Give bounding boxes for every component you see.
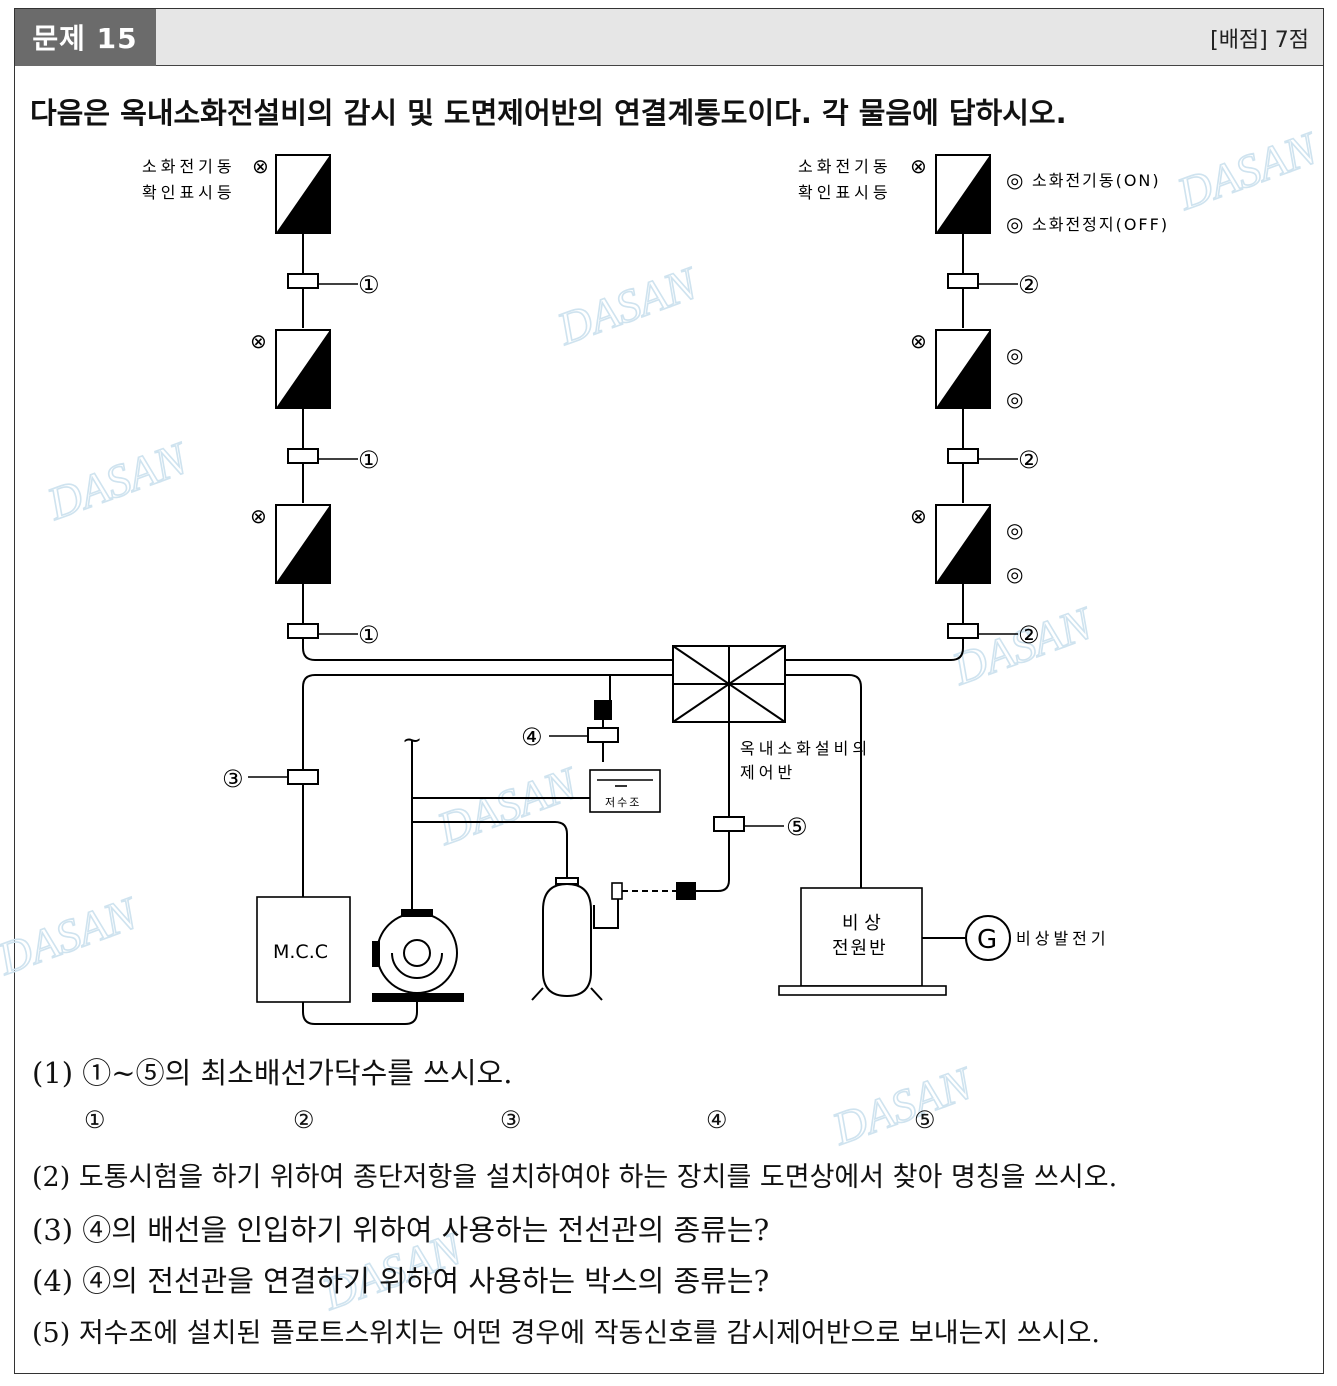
control-panel-label: 제어반 [740, 763, 796, 782]
watermark: DASAN [40, 432, 195, 530]
circle-number-5: ⑤ [786, 813, 808, 841]
stop-label: 소화전정지(OFF) [1032, 215, 1169, 234]
answer-slot-3: ③ [500, 1106, 522, 1134]
intro-text: 다음은 옥내소화전설비의 감시 및 도면제어반의 연결계통도이다. 각 물음에 … [30, 96, 1067, 130]
indicator-label-left: 소화전기동 [142, 157, 236, 176]
watermark: DASAN [0, 887, 145, 985]
answer-slot-5: ⑤ [914, 1106, 936, 1134]
lamp-icon: ⊗ [252, 154, 269, 178]
button-icon: ◎ [1006, 562, 1023, 586]
lamp-icon: ⊗ [910, 329, 927, 353]
indicator-panel-right-1 [935, 154, 991, 234]
answer-slot-2: ② [293, 1106, 315, 1134]
circle-number-2: ② [1018, 446, 1040, 474]
lamp-icon: ⊗ [250, 504, 267, 528]
button-icon: ◎ [1006, 518, 1023, 542]
circle-number-1: ① [358, 271, 380, 299]
emergency-power-panel [800, 887, 923, 987]
circle-number-3: ③ [222, 765, 244, 793]
circle-number-2: ② [1018, 271, 1040, 299]
circle-number-4: ④ [521, 723, 543, 751]
lamp-icon: ⊗ [250, 329, 267, 353]
indicator-panel-left-3 [275, 504, 331, 584]
question-4: (4) ④의 전선관을 연결하기 위하여 사용하는 박스의 종류는? [32, 1264, 770, 1298]
watermark: DASAN [1170, 122, 1325, 220]
answer-slot-1: ① [84, 1106, 106, 1134]
indicator-panel-left-1 [275, 154, 331, 234]
watermark: DASAN [550, 257, 705, 355]
question-2: (2) 도통시험을 하기 위하여 종단저항을 설치하여야 하는 장치를 도면상에… [32, 1162, 1118, 1193]
circle-number-2: ② [1018, 621, 1040, 649]
indicator-label-right: 소화전기동 [798, 157, 892, 176]
pressure-switch-box [676, 882, 696, 900]
indicator-panel-left-2 [275, 329, 331, 409]
control-panel-label: 옥내소화설비의 [740, 739, 871, 758]
button-icon: ◎ [1006, 168, 1023, 192]
question-1: (1) ①~⑤의 최소배선가닥수를 쓰시오. [32, 1056, 513, 1090]
pressure-tank [531, 877, 603, 1001]
button-icon: ◎ [1006, 212, 1023, 236]
start-label: 소화전기동(ON) [1032, 171, 1161, 190]
lamp-icon: ⊗ [910, 154, 927, 178]
answer-slot-4: ④ [706, 1106, 728, 1134]
indicator-panel-right-2 [935, 329, 991, 409]
generator-label: 비상발전기 [1016, 929, 1110, 948]
circle-number-1: ① [358, 621, 380, 649]
tilde-symbol: ~ [402, 726, 422, 754]
watermark: DASAN [825, 1057, 980, 1155]
control-panel-box [672, 645, 786, 723]
indicator-label-right: 확인표시등 [798, 183, 892, 202]
question-3: (3) ④의 배선을 인입하기 위하여 사용하는 전선관의 종류는? [32, 1213, 770, 1247]
question-5: (5) 저수조에 설치된 플로트스위치는 어떤 경우에 작동신호를 감시제어반으… [32, 1318, 1100, 1349]
watermarks: DASAN DASAN DASAN DASAN DASAN DASAN DASA… [0, 121, 1326, 1321]
indicator-label-left: 확인표시등 [142, 183, 236, 202]
float-switch-box [594, 700, 612, 720]
power-panel-label: 비 상 [842, 913, 881, 934]
points-label: [배점] 7점 [1210, 28, 1309, 53]
indicator-panel-right-3 [935, 504, 991, 584]
mcc-label: M.C.C [273, 941, 328, 963]
tank-label: 저수조 [605, 796, 641, 809]
generator-icon: G [977, 925, 997, 955]
page-frame [14, 8, 1324, 1374]
mcc-box [256, 896, 351, 1003]
generator-circle [965, 915, 1011, 961]
lamp-icon: ⊗ [910, 504, 927, 528]
power-panel-label: 전원반 [832, 938, 888, 959]
water-tank [589, 769, 661, 813]
problem-badge: 문제 15 [14, 8, 156, 66]
watermark: DASAN [430, 757, 585, 855]
button-icon: ◎ [1006, 343, 1023, 367]
header-bar [14, 8, 1324, 66]
button-icon: ◎ [1006, 387, 1023, 411]
circle-number-1: ① [358, 446, 380, 474]
pump-motor [376, 912, 458, 994]
